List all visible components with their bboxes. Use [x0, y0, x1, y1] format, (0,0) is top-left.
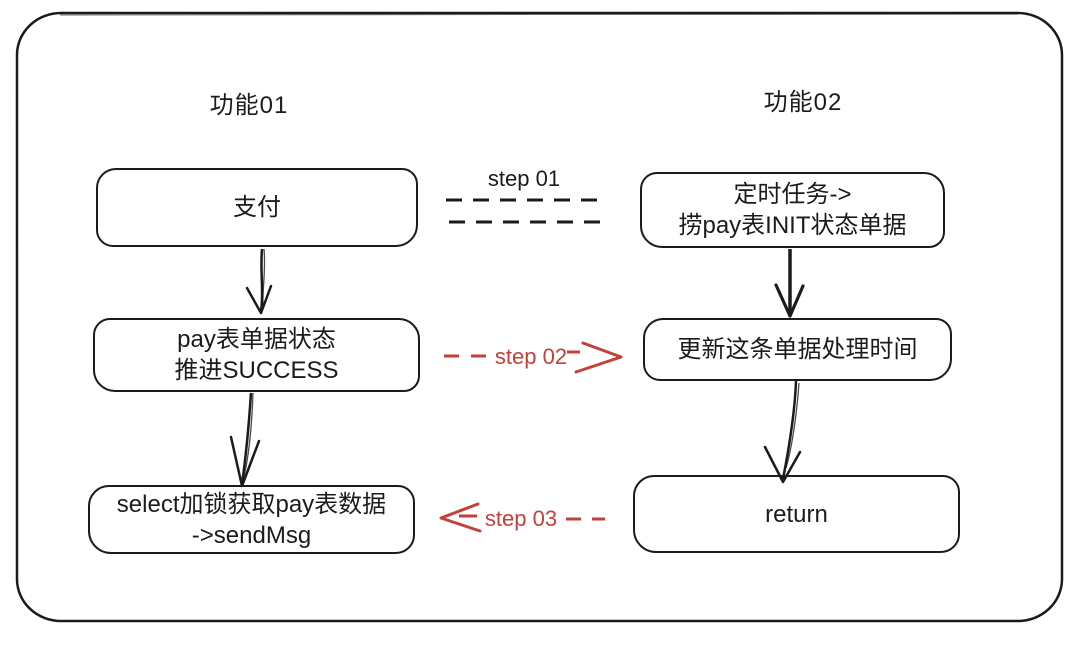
arrow-paystatus-to-select-shaft	[240, 392, 253, 485]
node-update-time-label: 更新这条单据处理时间	[677, 336, 918, 363]
node-timer-task-line2: 捞pay表INIT状态单据	[678, 212, 907, 239]
node-pay: 支付	[96, 168, 418, 247]
arrow-timer-to-update-head	[774, 283, 805, 318]
node-select-lock-line2: ->sendMsg	[191, 521, 312, 549]
node-pay-status: pay表单据状态 推进SUCCESS	[93, 318, 420, 392]
node-return: return	[633, 475, 960, 553]
step2-label: step 02	[494, 344, 568, 369]
node-update-time: 更新这条单据处理时间	[643, 318, 952, 381]
node-pay-status-line2: 推进SUCCESS	[174, 357, 339, 384]
node-pay-label: 支付	[233, 194, 281, 221]
arrow-pay-to-paystatus-head	[245, 284, 273, 315]
column-title-func01: 功能01	[209, 92, 289, 119]
arrow-pay-to-paystatus-sketch	[262, 248, 266, 306]
arrow-paystatus-to-select-head	[229, 435, 261, 488]
arrow-pay-to-paystatus-shaft	[259, 248, 264, 312]
arrow-update-to-return-shaft	[781, 380, 798, 480]
node-select-lock: select加锁获取pay表数据 ->sendMsg	[88, 485, 415, 554]
arrow-paystatus-to-select-sketch	[243, 392, 254, 477]
column-title-func02: 功能02	[763, 89, 843, 116]
step3-label: step 03	[484, 506, 558, 531]
step1-label: step 01	[487, 166, 561, 191]
node-return-label: return	[765, 500, 828, 528]
arrow-update-to-return-sketch	[785, 382, 800, 469]
node-timer-task-line1: 定时任务->	[733, 181, 852, 208]
node-pay-status-line1: pay表单据状态	[177, 326, 336, 353]
node-timer-task: 定时任务-> 捞pay表INIT状态单据	[640, 172, 945, 248]
outer-frame-sketch-stroke	[59, 13, 1019, 16]
node-select-lock-line1: select加锁获取pay表数据	[116, 490, 387, 518]
